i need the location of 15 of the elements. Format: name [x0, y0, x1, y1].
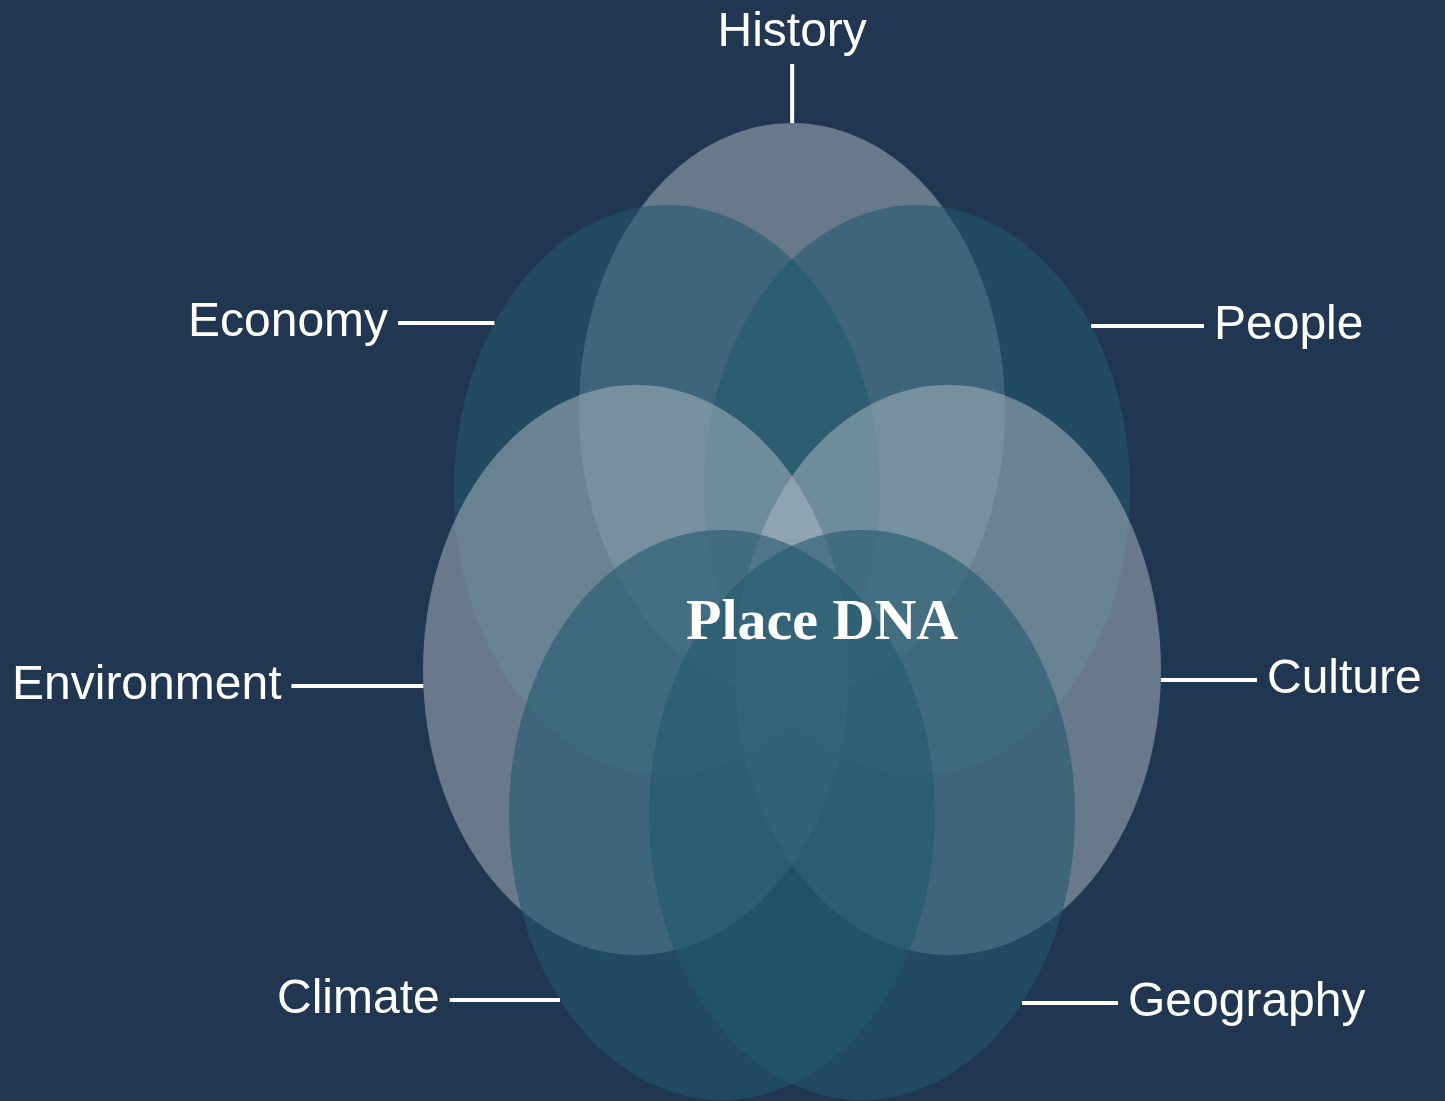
leader-line	[1022, 1001, 1118, 1005]
center-label: Place DNA	[686, 591, 959, 649]
leader-line	[1160, 678, 1257, 682]
leader-line	[790, 64, 795, 123]
topic-label: Geography	[1128, 976, 1366, 1024]
topic-label: History	[717, 6, 867, 54]
leader-line	[291, 684, 424, 688]
leader-line	[449, 998, 560, 1002]
topic-label: People	[1214, 299, 1364, 347]
topic-label: Climate	[277, 973, 440, 1021]
leader-line	[398, 321, 495, 325]
topic-label: Economy	[188, 296, 389, 344]
topic-label: Culture	[1267, 653, 1422, 701]
topic-label: Environment	[12, 659, 282, 707]
leader-line	[1091, 324, 1204, 328]
